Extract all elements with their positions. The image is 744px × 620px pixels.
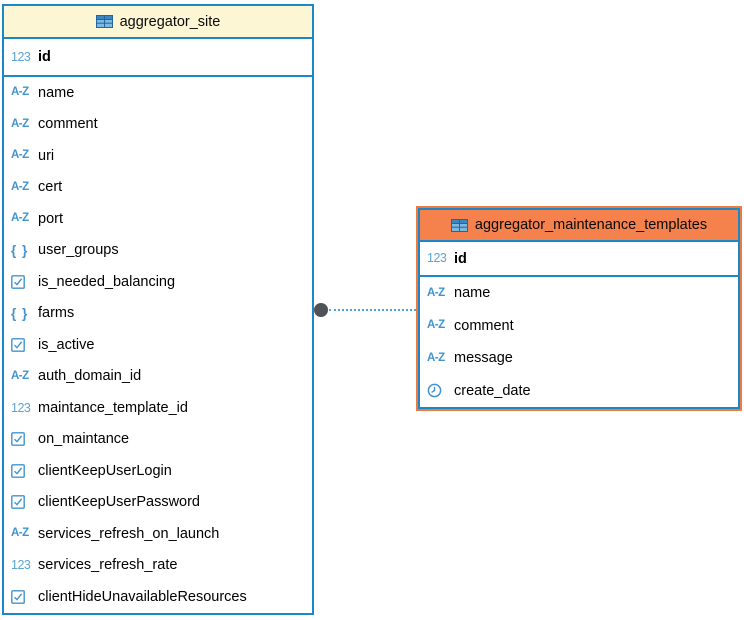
column-row[interactable]: 123 id bbox=[420, 242, 738, 275]
entity-header[interactable]: aggregator_site bbox=[4, 6, 312, 39]
relationship-anchor-dot[interactable] bbox=[314, 303, 328, 317]
column-row[interactable]: is_active bbox=[4, 329, 312, 361]
column-name: cert bbox=[38, 179, 63, 196]
column-row[interactable]: 123 id bbox=[4, 39, 312, 75]
column-row[interactable]: A-Z cert bbox=[4, 172, 312, 204]
column-row[interactable]: { } user_groups bbox=[4, 235, 312, 267]
entity-title: aggregator_site bbox=[119, 13, 221, 30]
column-row[interactable]: A-Z auth_domain_id bbox=[4, 361, 312, 393]
boolean-type-icon bbox=[11, 463, 38, 478]
json-type-icon: { } bbox=[11, 242, 29, 258]
text-type-icon: A-Z bbox=[427, 286, 445, 299]
text-type-icon: A-Z bbox=[11, 527, 29, 539]
column-row[interactable]: create_date bbox=[420, 375, 738, 408]
boolean-type-icon bbox=[11, 274, 38, 289]
entity-aggregator-maintenance-templates[interactable]: aggregator_maintenance_templates 123 id A… bbox=[416, 206, 742, 411]
column-name: farms bbox=[38, 305, 75, 322]
column-name: user_groups bbox=[38, 242, 119, 259]
column-name: create_date bbox=[454, 382, 531, 399]
text-type-icon: A-Z bbox=[427, 351, 445, 364]
column-name: name bbox=[38, 84, 75, 101]
column-name: services_refresh_rate bbox=[38, 557, 178, 574]
column-name: clientKeepUserPassword bbox=[38, 494, 200, 511]
datetime-type-icon bbox=[427, 383, 454, 398]
boolean-type-icon bbox=[11, 432, 38, 447]
table-icon bbox=[95, 15, 113, 28]
column-row[interactable]: A-Z services_refresh_on_launch bbox=[4, 518, 312, 550]
column-row[interactable]: 123 services_refresh_rate bbox=[4, 550, 312, 582]
column-name: is_active bbox=[38, 336, 95, 353]
boolean-type-icon bbox=[11, 495, 38, 510]
column-row[interactable]: { } farms bbox=[4, 298, 312, 330]
column-row[interactable]: clientKeepUserPassword bbox=[4, 487, 312, 519]
column-name: id bbox=[38, 49, 51, 65]
relationship-line[interactable] bbox=[329, 309, 416, 311]
entity-title: aggregator_maintenance_templates bbox=[474, 217, 708, 233]
boolean-type-icon bbox=[11, 589, 38, 604]
column-name: message bbox=[454, 350, 513, 367]
column-name: comment bbox=[454, 317, 514, 334]
column-name: name bbox=[454, 285, 491, 302]
column-name: uri bbox=[38, 147, 55, 164]
text-type-icon: A-Z bbox=[427, 319, 445, 331]
column-row[interactable]: is_needed_balancing bbox=[4, 266, 312, 298]
column-name: clientKeepUserLogin bbox=[38, 462, 172, 479]
column-row[interactable]: A-Z comment bbox=[420, 310, 738, 343]
text-type-icon: A-Z bbox=[11, 369, 29, 382]
column-name: services_refresh_on_launch bbox=[38, 525, 220, 542]
column-name: maintance_template_id bbox=[38, 399, 188, 416]
key-columns: 123 id bbox=[420, 242, 738, 277]
text-type-icon: A-Z bbox=[11, 86, 29, 98]
column-name: auth_domain_id bbox=[38, 368, 142, 385]
column-row[interactable]: A-Z port bbox=[4, 203, 312, 235]
text-type-icon: A-Z bbox=[11, 117, 29, 130]
numeric-type-icon: 123 bbox=[11, 400, 31, 415]
column-name: on_maintance bbox=[38, 431, 130, 448]
column-row[interactable]: 123 maintance_template_id bbox=[4, 392, 312, 424]
column-name: comment bbox=[38, 116, 98, 133]
column-row[interactable]: clientHideUnavailableResources bbox=[4, 581, 312, 613]
column-row[interactable]: A-Z name bbox=[4, 77, 312, 109]
text-type-icon: A-Z bbox=[11, 212, 29, 224]
column-row[interactable]: A-Z comment bbox=[4, 109, 312, 141]
numeric-type-icon: 123 bbox=[11, 49, 31, 64]
boolean-type-icon bbox=[11, 337, 38, 352]
text-type-icon: A-Z bbox=[11, 180, 29, 193]
column-row[interactable]: A-Z uri bbox=[4, 140, 312, 172]
table-icon bbox=[450, 218, 468, 232]
numeric-type-icon: 123 bbox=[11, 558, 31, 572]
column-name: clientHideUnavailableResources bbox=[38, 588, 247, 605]
column-row[interactable]: A-Z message bbox=[420, 342, 738, 375]
column-row[interactable]: on_maintance bbox=[4, 424, 312, 456]
numeric-type-icon: 123 bbox=[427, 251, 447, 266]
column-name: is_needed_balancing bbox=[38, 273, 176, 290]
text-type-icon: A-Z bbox=[11, 149, 29, 161]
entity-header[interactable]: aggregator_maintenance_templates bbox=[420, 210, 738, 242]
key-columns: 123 id bbox=[4, 39, 312, 77]
json-type-icon: { } bbox=[11, 305, 29, 321]
column-row[interactable]: clientKeepUserLogin bbox=[4, 455, 312, 487]
column-name: port bbox=[38, 210, 63, 227]
column-name: id bbox=[454, 250, 467, 267]
column-row[interactable]: A-Z name bbox=[420, 277, 738, 310]
